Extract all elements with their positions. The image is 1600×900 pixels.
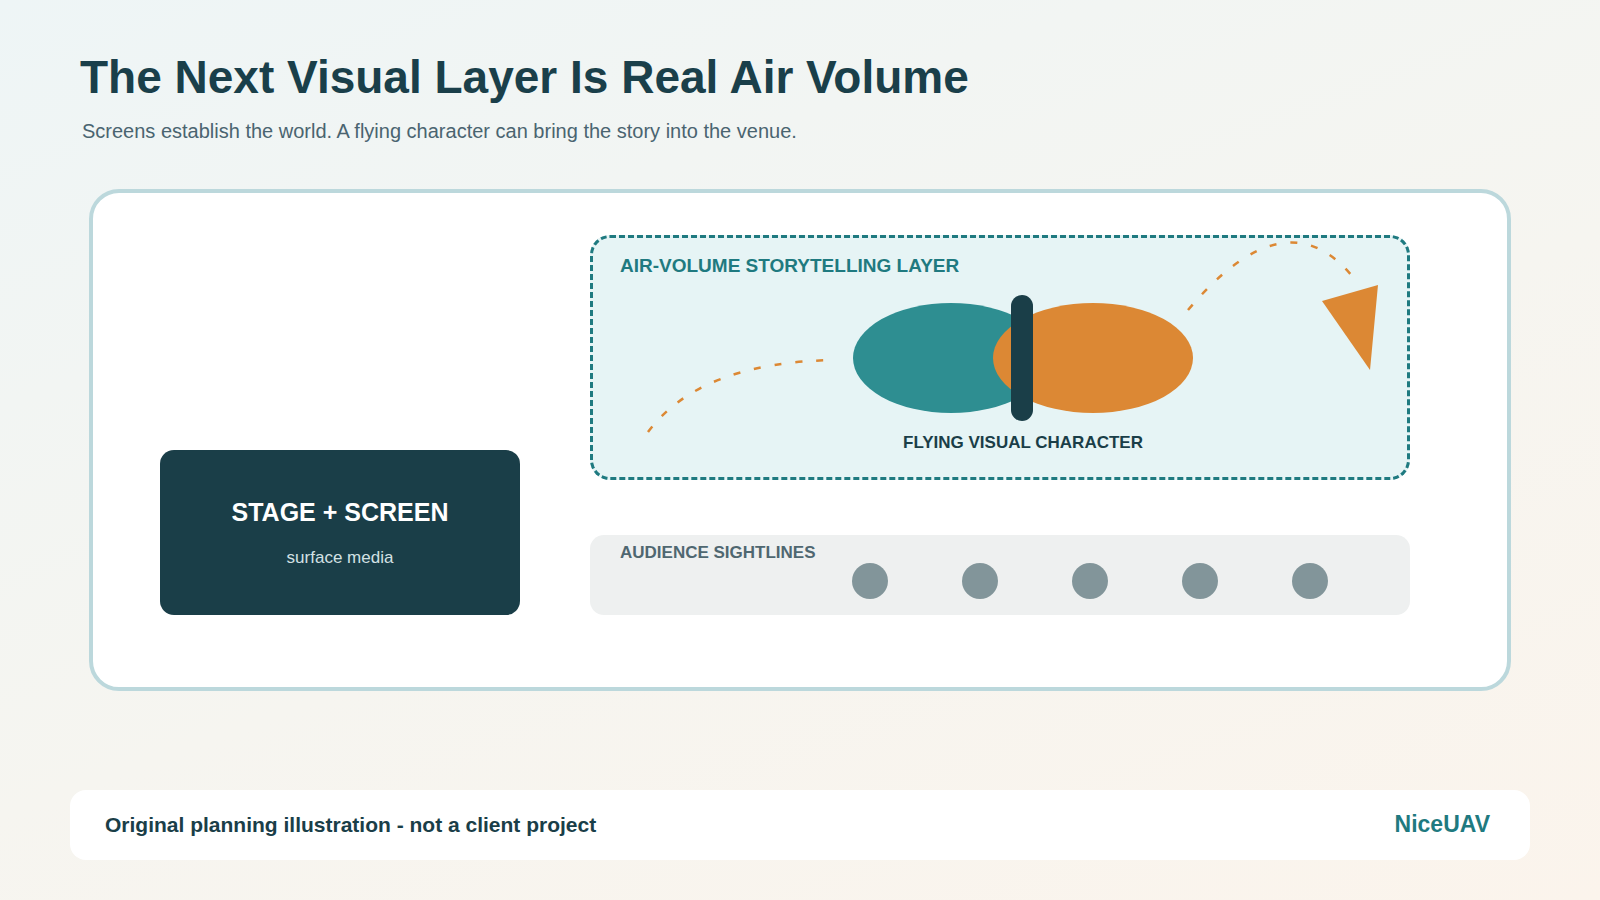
- audience-dot: [962, 563, 998, 599]
- flight-path: [648, 360, 835, 432]
- character-label: FLYING VISUAL CHARACTER: [843, 433, 1203, 453]
- air-volume-region: FLYING VISUAL CHARACTER AIR-VOLUME STORYT…: [590, 235, 1410, 480]
- region-label: AIR-VOLUME STORYTELLING LAYER: [620, 255, 959, 277]
- title: The Next Visual Layer Is Real Air Volume: [80, 50, 969, 104]
- audience-dot: [1292, 563, 1328, 599]
- direction-arrowhead: [1322, 285, 1378, 370]
- audience-dot: [1072, 563, 1108, 599]
- brand-name: NiceUAV: [1395, 811, 1490, 838]
- character-body: [1011, 295, 1033, 421]
- character-shape: [843, 295, 1203, 455]
- flying-character: FLYING VISUAL CHARACTER: [843, 295, 1203, 455]
- box-subtext: surface media: [160, 548, 520, 568]
- audience-dot: [1182, 563, 1218, 599]
- main-panel: [91, 191, 1509, 689]
- audience-dot: [852, 563, 888, 599]
- band-label: AUDIENCE SIGHTLINES: [620, 543, 816, 563]
- audience-dots: [852, 563, 1328, 599]
- subtitle: Screens establish the world. A flying ch…: [82, 120, 797, 143]
- footer-bar: Original planning illustration - not a c…: [70, 790, 1530, 860]
- audience-band-fill: [590, 535, 1410, 615]
- audience-band: AUDIENCE SIGHTLINES: [590, 535, 1410, 615]
- box-heading: STAGE + SCREEN: [160, 498, 520, 527]
- stage-box: STAGE + SCREEN surface media: [160, 450, 520, 615]
- air-volume-fill: [590, 235, 1410, 480]
- footer-note: Original planning illustration - not a c…: [105, 813, 596, 837]
